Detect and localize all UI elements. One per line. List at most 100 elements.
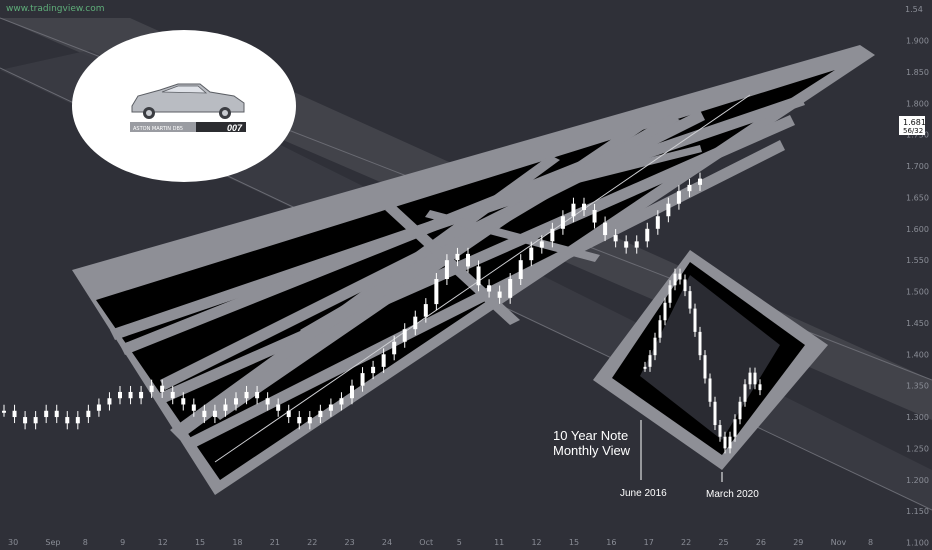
candle-body xyxy=(371,366,376,374)
candle-body xyxy=(539,241,544,248)
inset-candle-body xyxy=(643,366,647,369)
inset-candle-body xyxy=(698,331,702,356)
candle-body xyxy=(86,410,91,418)
inset-candle-body xyxy=(733,419,737,437)
candle-body xyxy=(170,391,175,399)
x-tick-label: 17 xyxy=(644,538,654,547)
inset-candle-body xyxy=(738,401,742,420)
x-tick-label: 21 xyxy=(270,538,280,547)
y-tick-label: 1.650 xyxy=(906,193,929,202)
x-tick-label: 8 xyxy=(868,538,873,547)
candle-body xyxy=(655,216,660,229)
inset-candle-body xyxy=(683,279,687,292)
y-tick-label: 1.400 xyxy=(906,350,929,359)
x-tick-label: Nov xyxy=(831,538,847,547)
y-tick-label: 1.250 xyxy=(906,444,929,453)
inset-candle-body xyxy=(748,372,752,385)
y-tick-label: 1.500 xyxy=(906,288,929,297)
candle-body xyxy=(23,417,28,424)
candle-body xyxy=(582,203,586,210)
candle-body xyxy=(234,398,238,405)
candle-body xyxy=(402,329,407,342)
candle-body xyxy=(613,235,618,242)
y-tick-label: 1.200 xyxy=(906,476,929,485)
x-tick-label: 22 xyxy=(681,538,691,547)
candle-body xyxy=(160,385,165,392)
candle-body xyxy=(328,404,333,411)
candle-body xyxy=(139,391,144,399)
candle-body xyxy=(223,404,228,411)
inset-candle-body xyxy=(668,285,672,303)
y-tick-label: 1.550 xyxy=(906,256,929,265)
x-tick-label: 11 xyxy=(494,538,504,547)
candle-body xyxy=(360,373,365,386)
wedge-line xyxy=(214,94,751,463)
y-tick-label: 1.700 xyxy=(906,162,929,171)
candle-body xyxy=(12,410,17,418)
candle-body xyxy=(181,398,186,405)
inset-candle-body xyxy=(653,337,657,356)
candle-body xyxy=(423,304,428,317)
candle-body xyxy=(118,391,122,399)
candle-body xyxy=(350,385,354,399)
inset-candle-body xyxy=(753,372,757,385)
top-right-label: 1.54 xyxy=(905,5,923,14)
x-tick-label: 12 xyxy=(158,538,168,547)
x-tick-label: 16 xyxy=(606,538,616,547)
watermark: www.tradingview.com xyxy=(6,4,104,14)
inset-candle-body xyxy=(718,425,722,437)
candle-body xyxy=(624,241,629,248)
candle-body xyxy=(698,178,702,185)
candle-body xyxy=(96,404,101,411)
candle-body xyxy=(550,228,555,242)
candle-body xyxy=(244,391,249,399)
x-tick-label: 22 xyxy=(307,538,317,547)
annotation-label-left: June 2016 xyxy=(620,488,667,499)
x-tick-label: 25 xyxy=(718,538,728,547)
candle-body xyxy=(202,410,207,418)
annotation-title-line2: Monthly View xyxy=(553,443,631,458)
candle-body xyxy=(339,398,344,405)
y-tick-label: 1.300 xyxy=(906,413,929,422)
price-label-box xyxy=(899,116,925,135)
x-tick-label: 30 xyxy=(8,538,18,547)
candle-body xyxy=(592,209,597,223)
candle-body xyxy=(645,228,650,242)
candle-body xyxy=(54,410,59,418)
y-tick-label: 1.150 xyxy=(906,507,929,516)
annotation-title-line1: 10 Year Note xyxy=(553,428,628,443)
x-tick-label: 24 xyxy=(382,538,392,547)
candle-body xyxy=(381,354,386,367)
candle-body xyxy=(65,417,70,424)
inset-candle-body xyxy=(678,273,682,280)
candle-body xyxy=(286,410,291,418)
x-tick-label: 29 xyxy=(793,538,803,547)
candle-body xyxy=(476,266,481,286)
x-tick-label: 5 xyxy=(457,538,462,547)
x-tick-label: 9 xyxy=(120,538,125,547)
y-tick-label: 1.350 xyxy=(906,382,929,391)
candle-body xyxy=(307,417,312,424)
inset-candle-body xyxy=(703,355,707,379)
candle-body xyxy=(44,410,49,418)
candle-body xyxy=(687,184,692,192)
candle-body xyxy=(318,410,323,418)
candle-body xyxy=(255,391,260,399)
candle-body xyxy=(297,417,302,424)
candle-body xyxy=(529,247,534,261)
candle-body xyxy=(560,216,565,229)
x-tick-label: 12 xyxy=(531,538,541,547)
candle-body xyxy=(413,316,418,330)
inset-candle-body xyxy=(658,320,662,338)
candle-body xyxy=(392,341,397,355)
candle-body xyxy=(508,279,513,298)
candle-body xyxy=(487,285,492,292)
candle-body xyxy=(149,385,154,392)
candle-body xyxy=(75,417,80,424)
candle-body xyxy=(128,391,133,399)
candle-body xyxy=(107,398,112,405)
candle-body xyxy=(434,279,439,305)
candle-body xyxy=(603,222,608,236)
y-tick-label: 1.100 xyxy=(906,539,929,548)
